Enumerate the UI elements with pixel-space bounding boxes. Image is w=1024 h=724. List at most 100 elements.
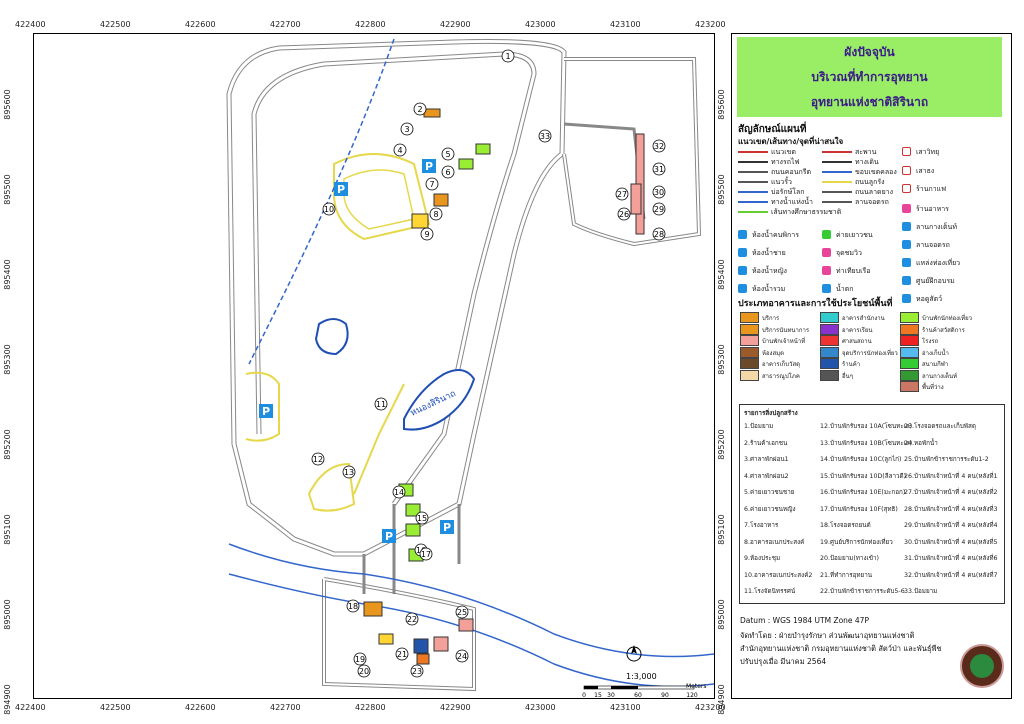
line-symbol [738,151,768,153]
number-marker [425,177,439,191]
parking-icon: P P P P P [259,159,454,543]
viewpoint-icon [822,248,831,257]
number-marker-label: 27 [617,190,627,199]
svg-text:P: P [385,530,393,543]
landuse-swatch [900,358,919,369]
office: สำนักอุทยานแห่งชาติ กรมอุทยานแห่งชาติ สั… [740,644,942,653]
number-marker-label: 8 [433,210,438,219]
landuse-label: โรงรถ [922,338,939,345]
x-axis-label: 422600 [185,703,216,712]
number-marker-label: 24 [457,652,467,661]
line-symbol-label: ขอบเขตคลอง [855,168,897,176]
scale-tick: 0 [582,692,586,698]
svg-text:P: P [443,521,451,534]
number-marker-label: 11 [376,400,386,409]
line-symbol [738,161,768,163]
pier-icon [822,266,831,275]
y-axis-label: 895400 [2,259,12,290]
number-marker [346,599,360,613]
legend-subheading: แนวเขต/เส้นทาง/จุดที่น่าสนใจ [738,137,844,146]
title-box: ผังปัจจุบัน บริเวณที่ทำการอุทยาน อุทยานแ… [737,37,1002,117]
number-marker-label: 7 [429,180,434,189]
x-axis-label: 423000 [525,703,556,712]
landuse-label: พื้นที่ว่าง [922,384,944,391]
female-icon [738,266,747,275]
point-symbol-label: ค่ายเยาวชน [836,231,873,239]
restaurant-icon [902,204,911,213]
number-marker [455,649,469,663]
x-axis-label: 422700 [270,703,301,712]
legend-panel: ผังปัจจุบัน บริเวณที่ทำการอุทยาน อุทยานแ… [731,33,1012,699]
number-marker-label: 28 [654,230,664,239]
point-symbol-label: ศูนย์ฝึกอบรม [916,277,955,285]
building-camp [475,143,491,155]
building-list-item: 2.ร้านค้าเอกชน [744,439,788,447]
title-line-2: บริเวณที่ทำการอุทยาน [811,70,928,84]
line-symbol-label: ถนนคอนกรีต [771,168,812,176]
point-symbol-label: ห้องน้ำรวม [752,285,786,293]
line-symbol-label: ทางรถไฟ [771,158,800,166]
y-axis-label: 895100 [2,514,12,545]
number-marker [322,202,336,216]
landuse-swatch [820,312,839,323]
number-marker-label: 13 [344,468,354,477]
landuse-swatch [820,335,839,346]
scale-tick: 15 [594,692,602,698]
number-marker-label: 1 [505,52,510,61]
number-marker-label: 32 [654,142,664,151]
building-list-item: 30.บ้านพักเจ้าหน้าที่ 4 คน(หลังที่5 [904,538,998,546]
number-marker-label: 12 [313,455,323,464]
x-axis-label: 422500 [100,20,131,29]
number-marker [652,162,666,176]
number-marker [501,49,515,63]
number-marker [342,465,356,479]
building-list-item: 3.ศาลาพักผ่อน1 [744,456,789,463]
number-marker [652,185,666,199]
landuse-label: บ้านพักเจ้าหน้าที่ [762,338,806,345]
line-symbol-label: ถนนลูกรัง [855,178,885,186]
landuse-label: อาคารเรียน [842,326,873,334]
number-marker-label: 9 [424,230,429,239]
y-axis-label: 895200 [716,429,726,460]
landuse-label: ห้องสมุด [762,349,785,357]
line-symbol [738,181,768,183]
building-list-item: 31.บ้านพักเจ้าหน้าที่ 4 คน(หลังที่6 [904,555,998,562]
made-by: จัดทำโดย : ฝ่ายบำรุงรักษา ส่วนพัฒนาอุทยา… [740,631,915,640]
landuse-swatch [820,358,839,369]
y-axis-label: 894900 [716,684,726,715]
landuse-swatch [740,346,759,358]
number-marker-label: 22 [407,615,417,624]
point-symbol-label: ห้องน้ำชาย [752,249,786,257]
title-line-1: ผังปัจจุบัน [844,45,895,59]
building-list-item: 4.ศาลาพักผ่อน2 [744,472,789,480]
x-axis-label: 422700 [270,20,301,29]
y-axis-label: 895600 [716,89,726,120]
line-symbol [738,201,768,203]
number-marker-label: 20 [359,667,369,676]
legend-heading: สัญลักษณ์แผนที่ [738,124,807,135]
building-list-item: 29.บ้านพักเจ้าหน้าที่ 4 คน(หลังที่4 [904,522,998,529]
landuse-swatch [740,358,759,369]
number-marker [615,187,629,201]
point-symbol-label: จุดชมวิว [836,249,862,257]
point-symbol-label: น้ำตก [836,285,854,293]
outer-road [226,38,567,557]
building-list-item: 33.ป้อมยาม [904,588,938,595]
number-marker [311,452,325,466]
y-axis-label: 894900 [2,684,12,715]
svg-text:P: P [337,183,345,196]
scale-unit: Meters [686,683,707,690]
line-symbol-label: ลานจอดรถ [855,198,889,206]
stream [228,543,714,658]
building-list-item: 16.บ้านพักรับรอง 10E(มะกอก) [820,489,906,496]
number-marker [419,547,433,561]
number-marker [617,207,631,221]
visitor-center [363,601,383,617]
landuse-swatch [900,323,919,335]
line-symbol-label: ถนนลาดยาง [855,188,894,196]
number-marker-label: 30 [654,188,664,197]
scale-tick: 90 [661,692,669,698]
point-symbol-label: หอดูสัตว์ [916,295,943,303]
